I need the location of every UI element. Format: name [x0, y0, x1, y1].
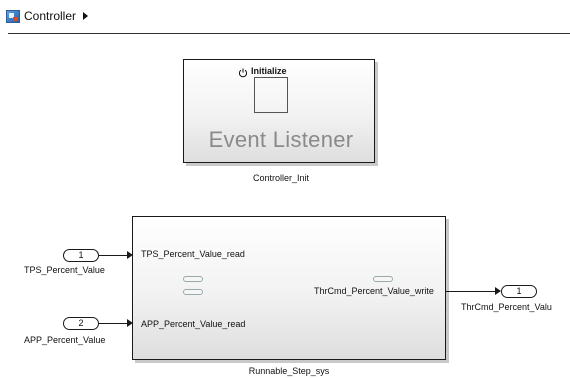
- inport-1-name: TPS_Percent_Value: [24, 265, 105, 275]
- internal-write-block: [373, 276, 393, 282]
- inport-1[interactable]: 1: [63, 249, 99, 262]
- internal-read-block: [183, 276, 203, 282]
- power-icon: [238, 68, 248, 78]
- breadcrumb-divider: [8, 33, 570, 34]
- tps-read-port-label: TPS_Percent_Value_read: [141, 249, 245, 259]
- function-subsystem-box: [254, 77, 288, 113]
- inport-2-name: APP_Percent_Value: [24, 335, 106, 345]
- signal-line-app[interactable]: [99, 323, 127, 324]
- outport-1-name: ThrCmd_Percent_Valu: [461, 302, 552, 312]
- signal-line-tps[interactable]: [99, 255, 127, 256]
- thrcmd-write-port-label: ThrCmd_Percent_Value_write: [314, 286, 434, 296]
- event-listener-block[interactable]: [183, 59, 375, 163]
- signal-line-thrcmd[interactable]: [446, 291, 495, 292]
- breadcrumb: Controller: [0, 0, 570, 34]
- arrowhead-icon: [127, 319, 133, 327]
- runnable-step-sys-caption[interactable]: Runnable_Step_sys: [248, 366, 330, 376]
- runnable-step-sys-block[interactable]: [132, 216, 446, 360]
- app-read-port-label: APP_Percent_Value_read: [141, 319, 246, 329]
- arrowhead-icon: [495, 287, 501, 295]
- outport-1[interactable]: 1: [501, 285, 537, 298]
- inport-2[interactable]: 2: [63, 317, 99, 330]
- internal-read-block: [183, 289, 203, 295]
- initialize-trigger-label: Initialize: [251, 66, 287, 76]
- chevron-right-icon[interactable]: [83, 12, 88, 20]
- arrowhead-icon: [127, 251, 133, 259]
- controller-init-caption[interactable]: Controller_Init: [252, 173, 310, 183]
- simulink-model-icon[interactable]: [6, 10, 20, 23]
- event-listener-title: Event Listener: [208, 127, 354, 152]
- breadcrumb-controller-link[interactable]: Controller: [24, 9, 77, 23]
